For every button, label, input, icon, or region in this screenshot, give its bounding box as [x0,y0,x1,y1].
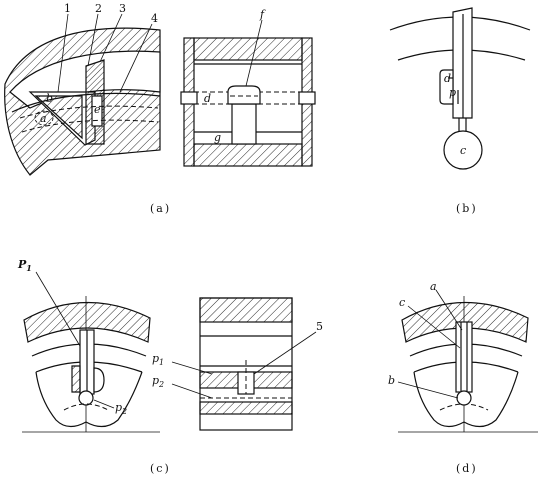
label-f: f [259,8,266,21]
caption-c: (c) [150,462,171,475]
label-2: 2 [95,2,102,15]
label-p1-right: p1 [152,352,164,367]
label-5: 5 [316,320,323,333]
label-p2-left: p2 [115,401,127,416]
label-p2-right: p2 [152,374,164,389]
panel-d-rotor-section: a c b [388,280,538,433]
label-b: b [46,92,53,105]
panel-a-rotor-section: 1 2 3 4 b a e [4,2,161,176]
label-a: a [40,112,47,125]
label-3: 3 [119,2,126,15]
label-g: g [214,131,221,144]
label-P1: P1 [17,258,32,273]
caption-b: (b) [456,202,478,215]
label-b-d: b [388,374,395,387]
panel-a-valve-section: f d g [180,8,316,167]
label-1: 1 [64,2,71,15]
label-c-b: c [460,144,466,157]
label-4: 4 [151,12,158,25]
panel-c-rotor-section: P1 p2 [17,258,160,433]
panel-c-valve-section: 5 p1 p2 [152,297,323,431]
label-p-b: p [449,86,456,99]
label-e: e [94,103,101,116]
label-a-d: a [430,280,437,293]
label-d-b: d [444,72,451,85]
label-c-d: c [399,296,405,309]
panel-b-vane-detail: d p c [389,7,531,170]
caption-a: (a) [150,202,171,215]
caption-d: (d) [456,462,478,475]
label-d: d [204,92,211,105]
